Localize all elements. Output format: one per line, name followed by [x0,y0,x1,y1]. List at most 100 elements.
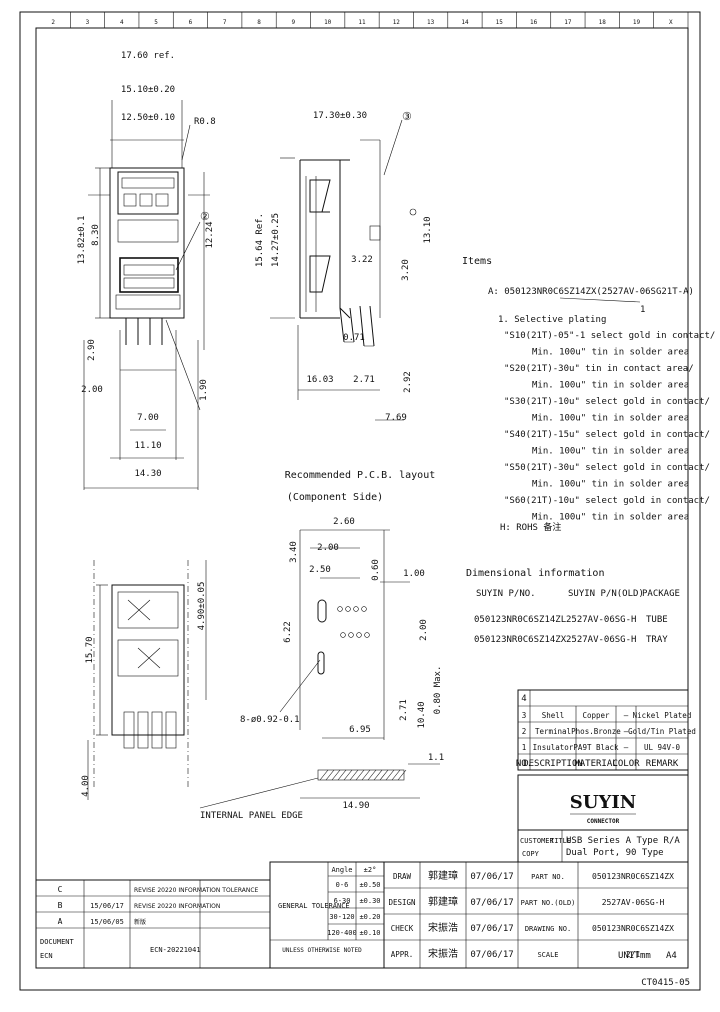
svg-text:COPY: COPY [522,850,540,858]
panel-edge-label: INTERNAL PANEL EDGE [200,811,303,821]
tol-range: 0-6 [336,881,349,889]
tolerance-block: Angle ±2° 0-6±0.506-30±0.3030-120±0.2012… [269,861,385,969]
tb-field: SCALE [537,951,558,959]
ruler-label: 5 [154,19,158,26]
svg-text:COLOR: COLOR [612,759,640,769]
svg-text:Dual Port, 90 Type: Dual Port, 90 Type [566,848,664,858]
notes-line: Min. 100u" tin in solder area [532,381,689,391]
bom-cell: PA9T Black [573,743,619,752]
pcb-hole [345,606,351,612]
svg-text:2527AV-06SG-H: 2527AV-06SG-H [566,615,636,625]
tb-field: DRAWING NO. [525,925,571,933]
svg-text:REMARK: REMARK [646,759,679,769]
ruler-label: 3 [86,19,90,26]
notes-title: 1. Selective plating [498,315,606,325]
tb-role: DRAW [393,872,412,881]
rev-desc: REVISE 20220 INFORMATION [134,903,220,910]
svg-text:16.03: 16.03 [306,375,333,385]
notes-line: Min. 100u" tin in solder area [532,513,689,523]
svg-text:050123NR0C6SZ14ZX: 050123NR0C6SZ14ZX [474,635,567,645]
title-block: SUYIN CONNECTOR CUSTOMER TITLE COPY USB … [383,774,689,969]
svg-text:②: ② [200,210,210,223]
svg-text:2.71: 2.71 [353,375,375,385]
rev-letter: A [58,917,63,926]
notes-line: "S40(21T)-15u" select gold in contact/ [504,430,710,440]
ruler-label: 15 [496,19,504,26]
part-numbering-notes: Items A: 050123NR0C6SZ14ZX(2527AV-06SG21… [462,256,715,533]
pcb-subtitle: (Component Side) [287,492,383,503]
svg-text:TITLE: TITLE [550,837,571,845]
notes-header: Items [462,256,492,267]
svg-text:11.10: 11.10 [134,441,161,451]
ordering-table: Dimensional information SUYIN P/NO. SUYI… [466,568,680,645]
tb-date: 07/06/17 [470,872,513,882]
notes-footnote: H: ROHS 备注 [500,521,561,533]
tb-date: 07/06/17 [470,924,513,934]
tol-value: ±0.10 [359,929,380,937]
rev-letter: B [58,901,63,910]
svg-text:TUBE: TUBE [646,615,668,625]
notes-line: "S60(21T)-10u" select gold in contact/ [504,496,710,506]
svg-text:1.1: 1.1 [428,753,444,763]
svg-text:050123NR0C6SZ14ZL: 050123NR0C6SZ14ZL [474,615,566,625]
svg-text:17.30±0.30: 17.30±0.30 [313,111,367,121]
svg-text:±2°: ±2° [364,866,377,874]
svg-text:Angle: Angle [331,866,352,874]
svg-text:SUYIN P/N(OLD): SUYIN P/N(OLD) [568,589,644,599]
tb-value: 2/1 [626,950,641,959]
pcb-hole [353,606,359,612]
svg-text:15.70: 15.70 [85,636,95,663]
footer-code: CT0415-05 [641,978,690,988]
svg-text:12.24: 12.24 [205,221,215,248]
svg-text:6.22: 6.22 [283,621,293,643]
notes-line: "S50(21T)-30u" select gold in contact/ [504,463,710,473]
bom-cell: Terminal [535,727,571,736]
panel-edge: 14.90 1.1 INTERNAL PANEL EDGE [199,753,444,821]
bom-cell: UL 94V-0 [644,743,681,752]
tb-role: CHECK [391,924,414,933]
ruler-label: 19 [633,19,641,26]
pcb-layout: Recommended P.C.B. layout (Component Sid… [240,470,443,740]
company-logo: SUYIN [570,792,636,813]
tol-value: ±0.20 [359,913,380,921]
svg-text:MATERIAL: MATERIAL [574,759,617,769]
tol-range: 30-120 [329,913,354,921]
svg-text:UNIT: UNIT [618,951,640,961]
svg-text:17.60 ref.: 17.60 ref. [121,51,175,61]
rev-desc: REVISE 20220 INFORMATION TOLERANCE [134,887,259,894]
bom-cell: Shell [542,711,565,720]
svg-text:2.60: 2.60 [333,517,355,527]
svg-text:2.50: 2.50 [309,565,331,575]
tb-role: DESIGN [388,898,415,907]
tol-value: ±0.50 [359,881,380,889]
svg-text:10.40: 10.40 [417,701,427,728]
ruler-label: 4 [120,19,124,26]
ruler-label: 8 [257,19,261,26]
svg-text:TRAY: TRAY [646,635,668,645]
bom-cell: Nickel Plated [633,711,692,720]
tb-field: PART NO. [531,873,565,881]
svg-text:3.20: 3.20 [401,259,411,281]
svg-text:SUYIN P/NO.: SUYIN P/NO. [476,589,536,599]
svg-text:USB Series A Type R/A: USB Series A Type R/A [566,836,680,846]
svg-text:CUSTOMER: CUSTOMER [520,837,555,845]
bom-cell: — [624,727,629,736]
svg-text:0.80 Max.: 0.80 Max. [433,666,443,715]
svg-text:ECN-20221041: ECN-20221041 [150,946,201,954]
svg-text:UNLESS OTHERWISE NOTED: UNLESS OTHERWISE NOTED [282,947,362,954]
ruler-label: 12 [393,19,401,26]
svg-text:0.71: 0.71 [343,333,365,343]
svg-text:3.22: 3.22 [351,255,373,265]
svg-text:2.00: 2.00 [317,543,339,553]
svg-text:13.82±0.1: 13.82±0.1 [77,216,87,265]
svg-text:0.60: 0.60 [371,559,381,581]
svg-text:4: 4 [521,694,526,704]
ruler-label: 9 [292,19,296,26]
tol-range: 6-30 [334,897,351,905]
tb-value: 2527AV-06SG-H [602,898,665,907]
svg-text:GENERAL TOLERANCE: GENERAL TOLERANCE [278,902,350,910]
svg-text:mm: mm [640,951,651,961]
